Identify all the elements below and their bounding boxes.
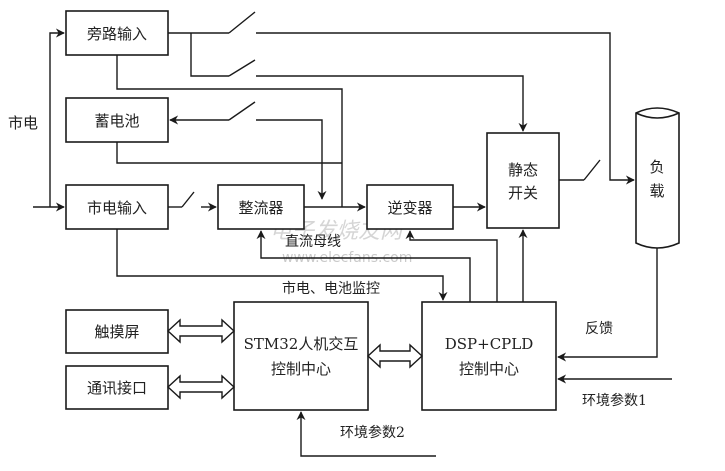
rectifier-block: 整流器 (217, 184, 305, 230)
stm32-label-2: 控制中心 (271, 360, 331, 378)
dc-bus-label: 直流母线 (285, 233, 341, 250)
control-wires (116, 229, 672, 457)
mains-input-block: 市电输入 (65, 184, 169, 230)
env-param-2-label: 环境参数2 (340, 424, 405, 441)
rectifier-label: 整流器 (238, 199, 283, 217)
battery-label: 蓄电池 (94, 112, 139, 130)
mains-battery-monitor-label: 市电、电池监控 (282, 280, 380, 297)
main-power-wires (168, 159, 601, 212)
stm32-dsp-double-arrow (366, 343, 424, 369)
touchscreen-block: 触摸屏 (65, 309, 169, 354)
mains-feed-wires (33, 28, 65, 212)
bypass-switch-1 (228, 11, 256, 34)
bypass-switch-2 (228, 59, 256, 77)
mains-switch (181, 191, 195, 208)
comm-interface-block: 通讯接口 (65, 365, 169, 410)
load-label-2: 载 (649, 182, 664, 200)
battery-switch (228, 101, 256, 121)
output-switch (583, 159, 601, 181)
touchscreen-stm32-double-arrow (166, 318, 236, 344)
comm-stm32-double-arrow (166, 374, 236, 400)
load-label-1: 负 (649, 158, 664, 176)
bypass-input-label: 旁路输入 (87, 25, 147, 43)
battery-block: 蓄电池 (65, 97, 169, 143)
env-param-1-label: 环境参数1 (582, 392, 647, 409)
inverter-label: 逆变器 (387, 199, 432, 217)
stm32-label-1: STM32人机交互 (244, 335, 359, 353)
touchscreen-label: 触摸屏 (94, 323, 139, 341)
inverter-block: 逆变器 (366, 184, 454, 230)
dsp-label-2: 控制中心 (459, 360, 519, 378)
dsp-label-1: DSP+CPLD (445, 335, 534, 353)
static-switch-label-2: 开关 (508, 184, 538, 202)
load-cylinder: 负 载 (635, 107, 680, 249)
stm32-control-block: STM32人机交互 控制中心 (233, 301, 369, 411)
feedback-label: 反馈 (585, 321, 613, 337)
battery-wires (116, 101, 342, 200)
bypass-input-block: 旁路输入 (65, 10, 169, 56)
static-switch-label-1: 静态 (508, 161, 538, 179)
dsp-cpld-control-block: DSP+CPLD 控制中心 (421, 301, 557, 411)
bypass-wires (116, 11, 635, 207)
mains-input-label: 市电输入 (87, 199, 147, 217)
comm-interface-label: 通讯接口 (87, 379, 147, 397)
mains-label: 市电 (8, 114, 38, 132)
static-switch-block: 静态 开关 (486, 132, 560, 229)
